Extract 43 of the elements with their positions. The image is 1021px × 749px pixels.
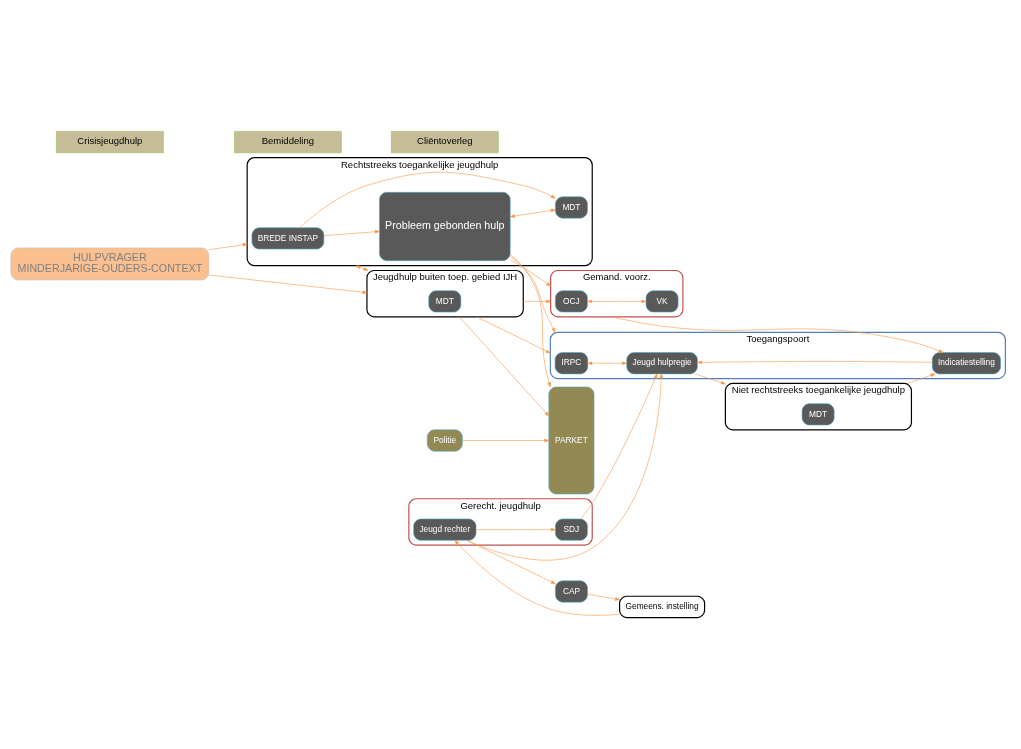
arrow	[587, 299, 647, 304]
arrow	[509, 255, 556, 333]
node-box: MDT	[801, 403, 835, 426]
arrow	[587, 593, 620, 601]
arrow	[462, 438, 550, 443]
arrow	[459, 316, 550, 417]
label: Bemiddeling	[261, 135, 315, 147]
arrow	[907, 373, 936, 384]
arrow	[208, 243, 248, 250]
node-box: Jeugd hulpregie	[626, 352, 698, 375]
label: Crisisjeugdhulp	[77, 135, 143, 147]
node-box: Politie	[427, 429, 463, 452]
arrow	[580, 373, 658, 520]
node-box: Jeugd rechter	[413, 518, 477, 541]
arrow	[323, 230, 380, 236]
node-box: CAP	[555, 580, 588, 603]
label: Cliëntoverleg	[417, 135, 473, 147]
arrow	[694, 373, 726, 385]
node-box: HULPVRAGER MINDERJARIGE-OUDERS-CONTEXT	[10, 247, 210, 281]
arrow	[208, 274, 368, 294]
arrow	[299, 171, 556, 228]
arrow	[454, 540, 620, 616]
arrow	[510, 259, 551, 287]
arrow	[476, 316, 551, 354]
node-box: MDT	[555, 196, 588, 219]
node-box: IRPC	[554, 352, 589, 375]
arrow	[612, 316, 944, 353]
arrow	[587, 361, 627, 365]
arrow	[510, 208, 556, 218]
node-box: Gemeens. instelling	[619, 595, 706, 619]
node-box: OCJ	[555, 290, 588, 313]
node-box: PARKET	[548, 386, 595, 495]
arrow	[475, 527, 556, 532]
arrow	[697, 360, 933, 365]
node-box: Probleem gebonden hulp	[379, 192, 511, 261]
arrow	[466, 540, 556, 585]
node-box: VK	[645, 290, 679, 313]
node-box: SDJ	[555, 518, 588, 541]
arrow	[509, 254, 551, 388]
arrow	[523, 299, 551, 304]
node-box: MDT	[428, 290, 462, 313]
arrow	[355, 265, 369, 271]
node-box: BREDE INSTAP	[251, 227, 325, 250]
